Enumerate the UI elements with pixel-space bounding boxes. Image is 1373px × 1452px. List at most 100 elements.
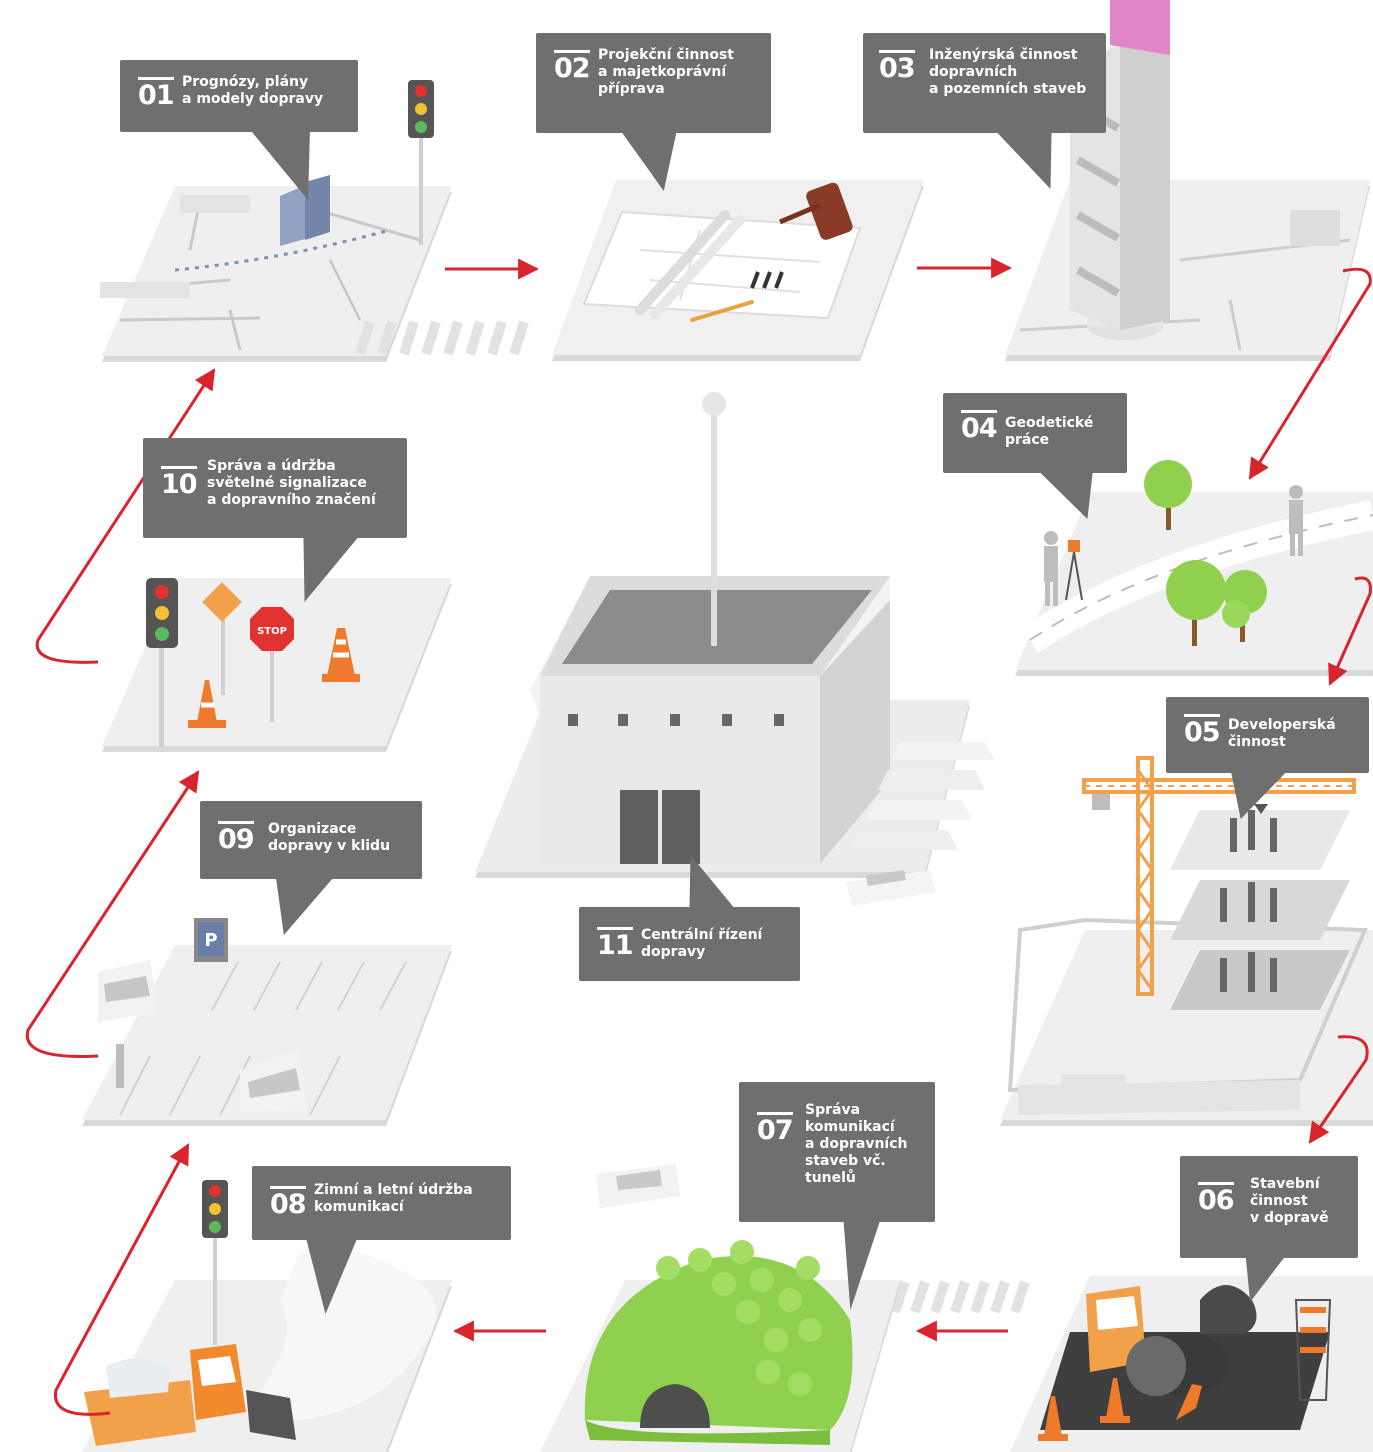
arrow-04-05: [1328, 576, 1372, 686]
step-number: 08: [270, 1186, 307, 1220]
step-number: 05: [1184, 714, 1221, 748]
step-label-line: Správa: [805, 1102, 861, 1118]
step-label-line: světelné signalizace: [207, 475, 367, 491]
step-label-line: a dopravních: [805, 1136, 908, 1152]
callout-pointer: [1238, 1258, 1284, 1302]
rolled-plans: [635, 210, 745, 319]
parking-sign-text: P: [204, 930, 217, 951]
pad-01: [100, 80, 452, 362]
car-icon: [596, 1164, 680, 1208]
step-label-line: dopravních: [929, 64, 1018, 80]
step-label-line: Stavební: [1250, 1176, 1320, 1192]
step-label-line: dopravy: [641, 944, 706, 960]
step-label-line: a pozemních staveb: [929, 81, 1087, 97]
arrow-08-09: [53, 1143, 190, 1416]
step-label-line: a majetkoprávní: [598, 64, 727, 80]
step-label-line: Organizace: [268, 821, 357, 837]
step-number: 10: [161, 466, 198, 500]
pad-11: [475, 392, 995, 906]
step-number: 06: [1198, 1182, 1235, 1216]
step-number: 01: [138, 77, 175, 111]
car-icon: [98, 960, 306, 1112]
step-label-line: Projekční činnost: [598, 47, 735, 63]
stop-sign-icon: STOP: [250, 607, 294, 722]
step-number: 03: [879, 50, 916, 84]
cone-icon: [1038, 1378, 1202, 1441]
traffic-light-icon: [146, 578, 178, 748]
tree-icon: [656, 1240, 822, 1396]
pad-06: [1010, 1276, 1373, 1452]
step-label-line: Správa a údržba: [207, 458, 336, 474]
antenna: [702, 392, 726, 646]
step-label-line: v dopravě: [1250, 1210, 1329, 1226]
pad-10: STOP: [102, 578, 452, 752]
step-number: 02: [554, 50, 591, 84]
traffic-light-icon: [408, 80, 434, 245]
step-label-line: staveb vč.: [805, 1153, 886, 1169]
pad-04: [1015, 460, 1373, 676]
parking-sign-icon: P: [194, 918, 228, 962]
traffic-light-icon: [202, 1180, 228, 1345]
central-building: [530, 576, 890, 864]
step-label-line: činnost: [1228, 734, 1286, 750]
step-label-line: a dopravního značení: [207, 492, 376, 508]
cone-icon: [188, 628, 360, 728]
step-label-line: Centrální řízení: [641, 927, 763, 943]
stop-sign-text: STOP: [257, 626, 287, 637]
step-label-line: komunikací: [314, 1199, 404, 1215]
step-label-line: Developerská: [1228, 717, 1336, 733]
step-label-line: a modely dopravy: [182, 91, 324, 107]
pencil-icon: [690, 300, 754, 322]
step-label-line: Geodetické: [1005, 415, 1094, 431]
step-label-line: Inženýrská činnost: [929, 47, 1078, 63]
step-label-line: komunikací: [805, 1119, 895, 1135]
step-number: 07: [757, 1112, 794, 1146]
step-label-line: tunelů: [805, 1170, 856, 1186]
roller-icon: [1086, 1285, 1257, 1396]
arrow-09-10: [25, 770, 200, 1058]
floor-slabs: [1170, 804, 1350, 1010]
pad-08: [82, 1180, 452, 1452]
step-label-line: dopravy v klidu: [268, 838, 391, 854]
pad-02: [552, 180, 924, 361]
truck-icon: [84, 1344, 296, 1446]
barrier-icon: [1294, 1299, 1332, 1401]
step-label-line: činnost: [1250, 1193, 1308, 1209]
arrow-05-06: [1308, 1035, 1369, 1144]
tree-icon: [1144, 460, 1267, 646]
arrow-10-01: [35, 368, 216, 664]
pad-09: P: [82, 918, 452, 1126]
pad-07: [540, 1164, 900, 1452]
step-label-line: Zimní a letní údržba: [314, 1182, 473, 1198]
gavel-icon: [779, 182, 853, 240]
step-label-line: Prognózy, plány: [182, 74, 309, 90]
crosswalk-top: [355, 320, 529, 356]
diamond-sign-icon: [202, 582, 242, 695]
car-icon: [846, 742, 995, 906]
step-label-line: práce: [1005, 432, 1050, 448]
surveyor-icon: [1044, 485, 1303, 606]
crane-icon: [1082, 756, 1356, 996]
step-number: 11: [597, 927, 634, 961]
step-label-line: příprava: [598, 81, 665, 97]
flow-arrows: [25, 257, 1372, 1416]
pad-05: [1000, 756, 1373, 1126]
step-number: 09: [218, 821, 255, 855]
step-number: 04: [961, 410, 998, 444]
building-icon: [280, 175, 330, 246]
crosswalk-bottom: [890, 1280, 1030, 1314]
pad-03: [1005, 0, 1370, 361]
